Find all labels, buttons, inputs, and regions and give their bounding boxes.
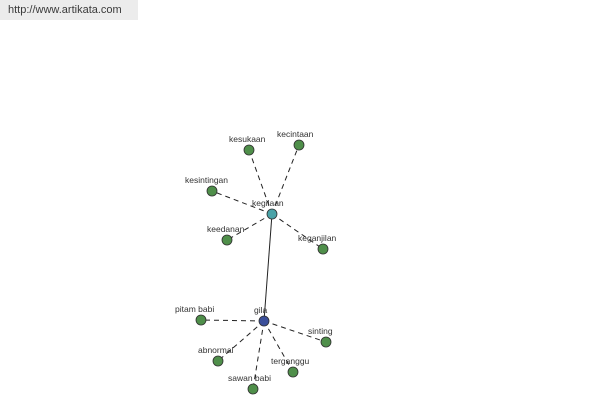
labels-layer: gila kegilaan kesukaan kecintaan kesintingan… [175, 129, 337, 383]
node-label-keedanan[interactable]: keedanan [207, 224, 245, 234]
edge-kegilaan-kesintingan [211, 190, 273, 215]
edge-gila-pitam-babi [200, 319, 265, 322]
node-abnormal[interactable] [212, 355, 224, 367]
node-label-kecintaan[interactable]: kecintaan [277, 129, 314, 139]
node-kegilaan[interactable] [266, 208, 278, 220]
node-label-keganjilan[interactable]: keganjilan [298, 233, 337, 243]
edge-gila-sawan-babi [252, 320, 265, 390]
node-keedanan[interactable] [221, 234, 233, 246]
edge-gila-terganggu [263, 320, 294, 373]
nodes-layer [195, 139, 332, 395]
edge-kegilaan-kesukaan [248, 149, 273, 215]
node-pitam-babi[interactable] [195, 314, 207, 326]
node-label-sawan-babi[interactable]: sawan babi [228, 373, 271, 383]
node-label-sinting[interactable]: sinting [308, 326, 333, 336]
node-label-pitam-babi[interactable]: pitam babi [175, 304, 214, 314]
edge-gila-sinting [263, 320, 327, 343]
node-label-abnormal[interactable]: abnormal [198, 345, 234, 355]
node-label-terganggu[interactable]: terganggu [271, 356, 310, 366]
node-terganggu[interactable] [287, 366, 299, 378]
edge-gila-kegilaan [263, 213, 273, 322]
edge-kegilaan-keganjilan [271, 213, 324, 250]
node-kecintaan[interactable] [293, 139, 305, 151]
source-url-banner[interactable]: http://www.artikata.com [0, 0, 138, 20]
node-kesukaan[interactable] [243, 144, 255, 156]
node-label-kegilaan[interactable]: kegilaan [252, 198, 284, 208]
edge-kegilaan-kecintaan [271, 144, 300, 215]
edge-gila-abnormal [217, 320, 265, 362]
node-label-kesukaan[interactable]: kesukaan [229, 134, 266, 144]
node-label-gila[interactable]: gila [254, 305, 268, 315]
node-sinting[interactable] [320, 336, 332, 348]
node-kesintingan[interactable] [206, 185, 218, 197]
node-gila[interactable] [258, 315, 270, 327]
edges-layer [200, 144, 327, 390]
node-sawan-babi[interactable] [247, 383, 259, 395]
node-label-kesintingan[interactable]: kesintingan [185, 175, 228, 185]
node-keganjilan[interactable] [317, 243, 329, 255]
